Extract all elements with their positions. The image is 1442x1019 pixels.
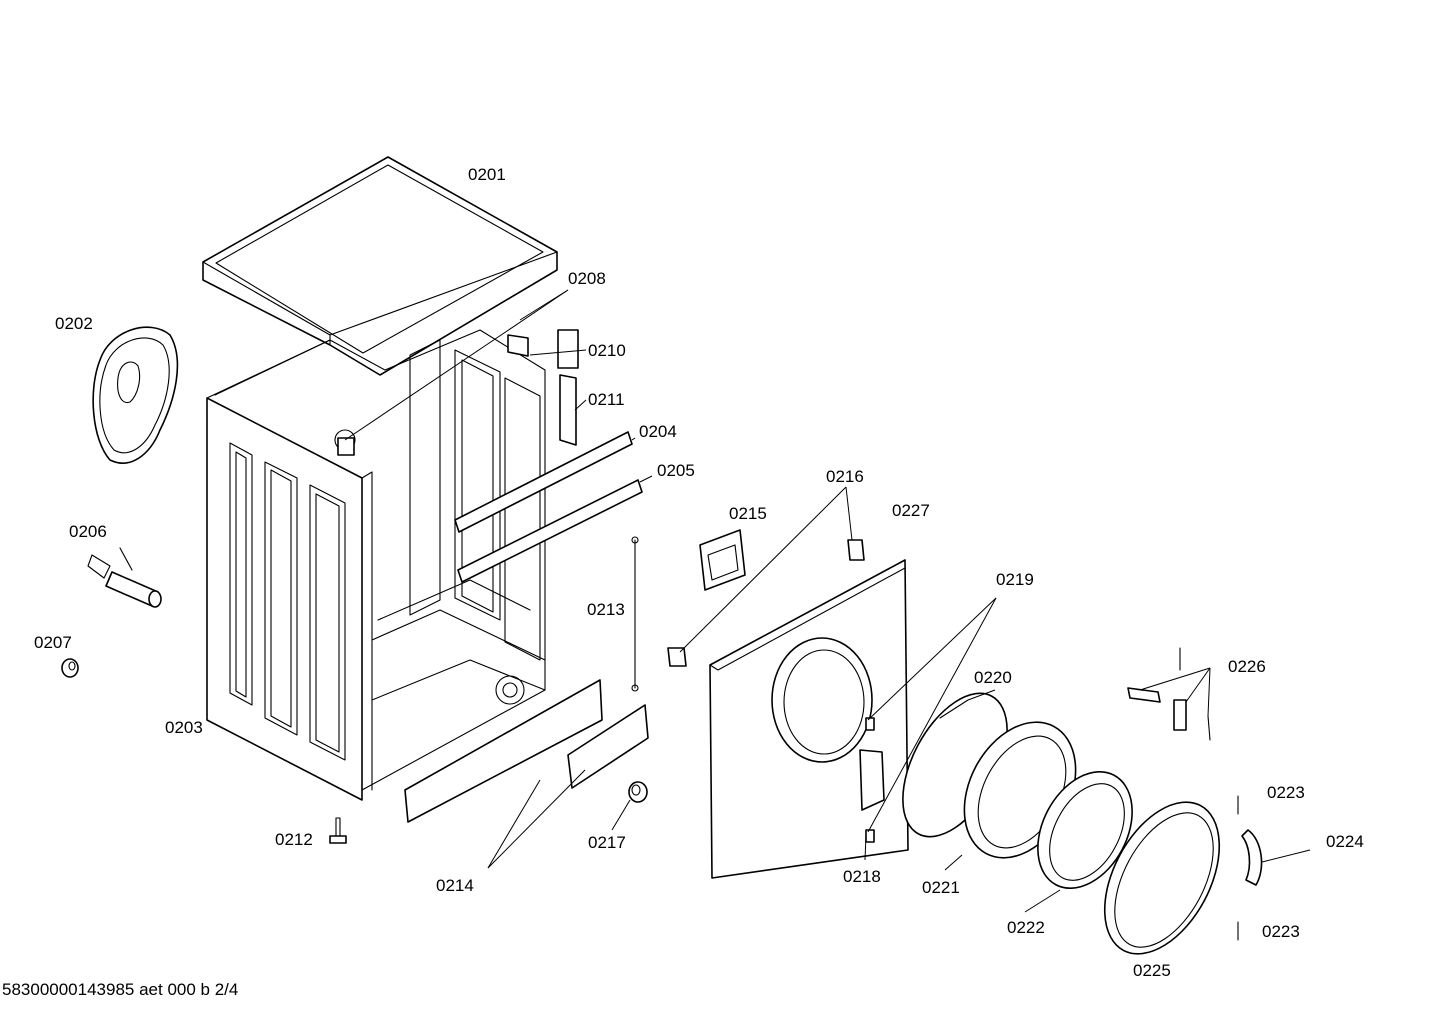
part-0204-0205-rails (454, 431, 643, 583)
label-0219: 0219 (996, 570, 1034, 589)
part-0224-handle (1241, 829, 1263, 886)
part-0201-top-cover (202, 156, 558, 376)
part-0202-rear-panel (92, 326, 179, 464)
label-0213: 0213 (587, 600, 625, 619)
label-0218: 0218 (843, 867, 881, 886)
drawing-id: 58300000143985 aet 000 b 2/4 (2, 980, 239, 999)
label-0221: 0221 (922, 878, 960, 897)
label-0205: 0205 (657, 461, 695, 480)
label-0212: 0212 (275, 830, 313, 849)
part-0227-front-panel (709, 559, 909, 879)
label-0203: 0203 (165, 718, 203, 737)
label-0204: 0204 (639, 422, 677, 441)
part-0226-lock-parts (1127, 647, 1211, 741)
part-0212-foot-screw (329, 817, 347, 844)
label-0211: 0211 (588, 390, 625, 409)
label-0208: 0208 (568, 269, 606, 288)
part-0218-hinge (859, 717, 885, 843)
label-0216: 0216 (826, 467, 864, 486)
label-0222: 0222 (1007, 918, 1045, 937)
label-0223-top: 0223 (1267, 783, 1305, 802)
part-labels: 0201 0202 0203 0204 0205 0206 0207 0208 … (34, 165, 1364, 980)
label-0220: 0220 (974, 668, 1012, 687)
part-0206-filter (87, 547, 162, 608)
label-0227: 0227 (892, 501, 930, 520)
leader-lines (344, 289, 1311, 913)
label-0226: 0226 (1228, 657, 1266, 676)
part-0216-clips (667, 539, 865, 667)
label-0202: 0202 (55, 314, 93, 333)
label-0214: 0214 (436, 876, 474, 895)
part-0225-outer-door-ring (1103, 801, 1221, 955)
label-0217: 0217 (588, 833, 626, 852)
label-0206: 0206 (69, 522, 107, 541)
label-0210: 0210 (588, 341, 626, 360)
label-0225: 0225 (1133, 961, 1171, 980)
part-0208-0210-0211-brackets (337, 329, 579, 456)
part-0213-spring (631, 536, 639, 692)
part-0217-knob (628, 781, 648, 803)
part-0207-foot (61, 658, 79, 678)
label-0223-bottom: 0223 (1262, 922, 1300, 941)
label-0201: 0201 (468, 165, 506, 184)
part-0215-module (699, 529, 746, 591)
part-0214-control-panels (404, 679, 649, 823)
label-0215: 0215 (729, 504, 767, 523)
part-0203-cabinet (206, 329, 546, 801)
label-0207: 0207 (34, 633, 72, 652)
label-0224: 0224 (1326, 832, 1364, 851)
